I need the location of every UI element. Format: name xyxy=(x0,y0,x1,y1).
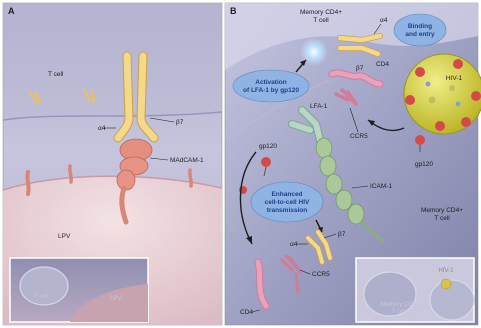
lpv-label: LPV xyxy=(58,233,71,240)
activation-callout: Activation of LFA-1 by gp120 xyxy=(233,70,309,102)
t-cell-label: T cell xyxy=(48,71,64,78)
memory-cd4-right-line1: Memory CD4+ xyxy=(421,207,463,214)
inset-memory-cell-2 xyxy=(430,280,474,320)
binding-entry-line2: and entry xyxy=(405,31,435,38)
panel-b-letter: B xyxy=(230,6,237,16)
ccr5-label-bottom: CCR5 xyxy=(312,271,330,278)
gp120-left-label: gp120 xyxy=(259,143,277,150)
gp120-right-label: gp120 xyxy=(415,161,433,168)
icam-label: ICAM-1 xyxy=(370,183,392,190)
small-madcam-mid xyxy=(70,166,71,182)
cd4-label-top: CD4 xyxy=(376,61,389,68)
beta7-label-top: β7 xyxy=(356,65,364,72)
activation-line1: Activation xyxy=(255,79,286,86)
binding-entry-line1: Binding xyxy=(408,23,432,30)
madcam-label: MAdCAM-1 xyxy=(170,157,204,164)
inset-memory-line1: Memory CD4+ xyxy=(381,302,420,308)
panel-b-inset: HIV-1 Memory CD4+ T cells xyxy=(356,258,474,322)
memory-cd4-top-line2: T cell xyxy=(313,17,329,24)
inset-hiv-particle xyxy=(441,279,451,289)
memory-cd4-top-line1: Memory CD4+ xyxy=(300,9,342,16)
hiv-virus xyxy=(404,54,481,134)
hiv-label: HIV-1 xyxy=(446,75,463,82)
enhanced-line1: Enhanced xyxy=(271,191,302,198)
panel-a: A T cell α4 β7 MAdCAM-1 xyxy=(3,3,222,325)
activation-line2: of LFA-1 by gp120 xyxy=(243,87,299,94)
alpha4-label-bottom: α4 xyxy=(290,241,298,248)
inset-t-cell-label: T cell xyxy=(34,294,48,300)
binding-entry-callout: Binding and entry xyxy=(394,14,446,46)
enhanced-transmission-callout: Enhanced cell-to-cell HIV transmission xyxy=(251,182,323,222)
panel-a-inset: T cell LPV xyxy=(10,258,148,322)
cd4-label-bottom: CD4 xyxy=(240,309,253,316)
alpha4-label-a: α4 xyxy=(98,125,106,132)
enhanced-line2: cell-to-cell HIV xyxy=(265,199,310,206)
inset-lpv-label: LPV xyxy=(110,296,121,302)
panel-b: B Memory CD4+ T cell α4 β7 Binding and e… xyxy=(225,3,481,325)
lfa1-label: LFA-1 xyxy=(310,103,328,110)
small-madcam-left xyxy=(27,172,28,194)
beta7-label-bottom: β7 xyxy=(338,231,346,238)
memory-cd4-right-line2: T cell xyxy=(434,215,450,222)
alpha4-label-top: α4 xyxy=(380,17,388,24)
ccr5-label-top: CCR5 xyxy=(350,133,368,140)
beta7-label-a: β7 xyxy=(176,119,184,126)
panel-a-letter: A xyxy=(8,6,15,16)
small-madcam-right xyxy=(190,170,191,186)
inset-hiv-label: HIV-1 xyxy=(438,268,454,274)
inset-memory-line2: T cells xyxy=(391,309,408,315)
enhanced-line3: transmission xyxy=(267,207,307,214)
